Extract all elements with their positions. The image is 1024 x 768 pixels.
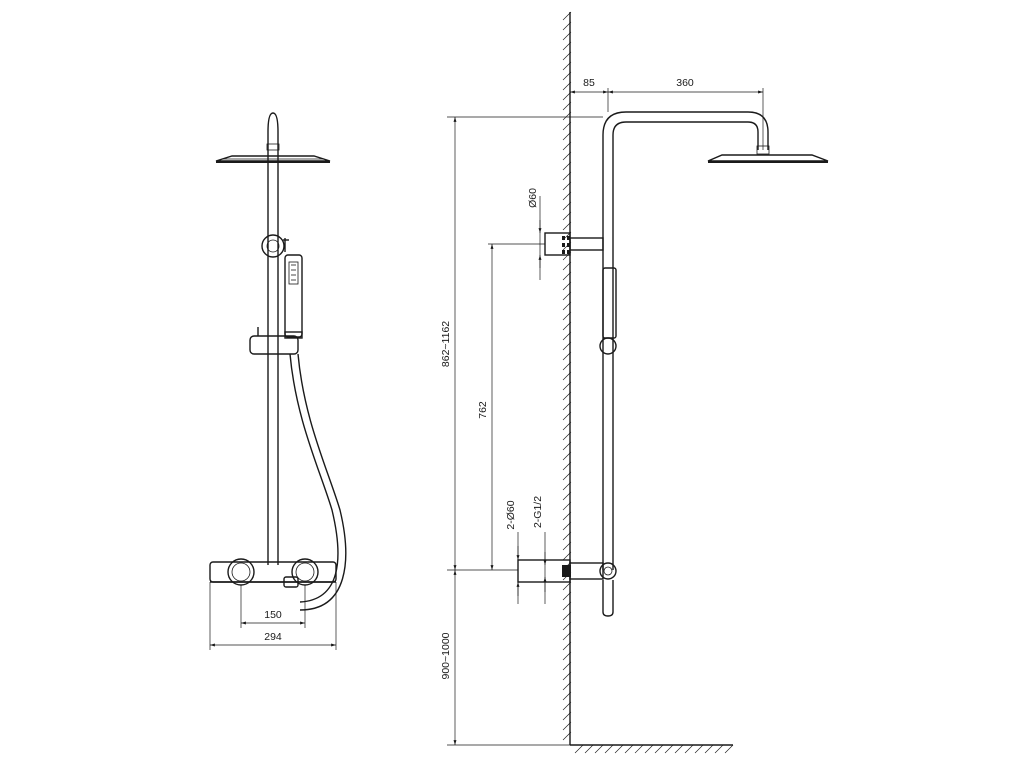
side-hand-shower	[602, 267, 617, 339]
thermostatic-mixer	[209, 558, 337, 588]
riser-arm	[602, 111, 769, 570]
dim-inlet-spacing: 150	[264, 609, 282, 621]
dim-mount-spacing: 762	[477, 401, 489, 419]
dim-outlet-diameter: 2-Ø60	[505, 500, 517, 529]
dim-wall-offset: 85	[583, 77, 595, 89]
dim-overall-height: 862~1162	[440, 321, 452, 367]
floor-hatching	[574, 744, 734, 754]
slider-holder	[249, 327, 303, 355]
side-wall-bracket	[544, 232, 604, 256]
wall-bracket	[261, 234, 285, 258]
hand-shower	[284, 254, 303, 338]
side-mixer	[517, 559, 617, 617]
side-view: 862~1162 762 900~1000 Ø60 2-Ø60 2-G1/2 8…	[440, 11, 829, 754]
side-rain-shower-head	[707, 154, 829, 162]
dim-thread: 2-G1/2	[532, 496, 544, 528]
front-view: 150 294	[209, 112, 347, 650]
dim-side-outlet-diameter: Ø60	[527, 188, 539, 208]
rain-shower-head	[215, 155, 331, 162]
dim-body-width: 294	[264, 631, 282, 643]
dim-floor-height: 900~1000	[440, 632, 452, 679]
dim-arm-length: 360	[676, 77, 694, 89]
shower-hose	[289, 353, 339, 603]
